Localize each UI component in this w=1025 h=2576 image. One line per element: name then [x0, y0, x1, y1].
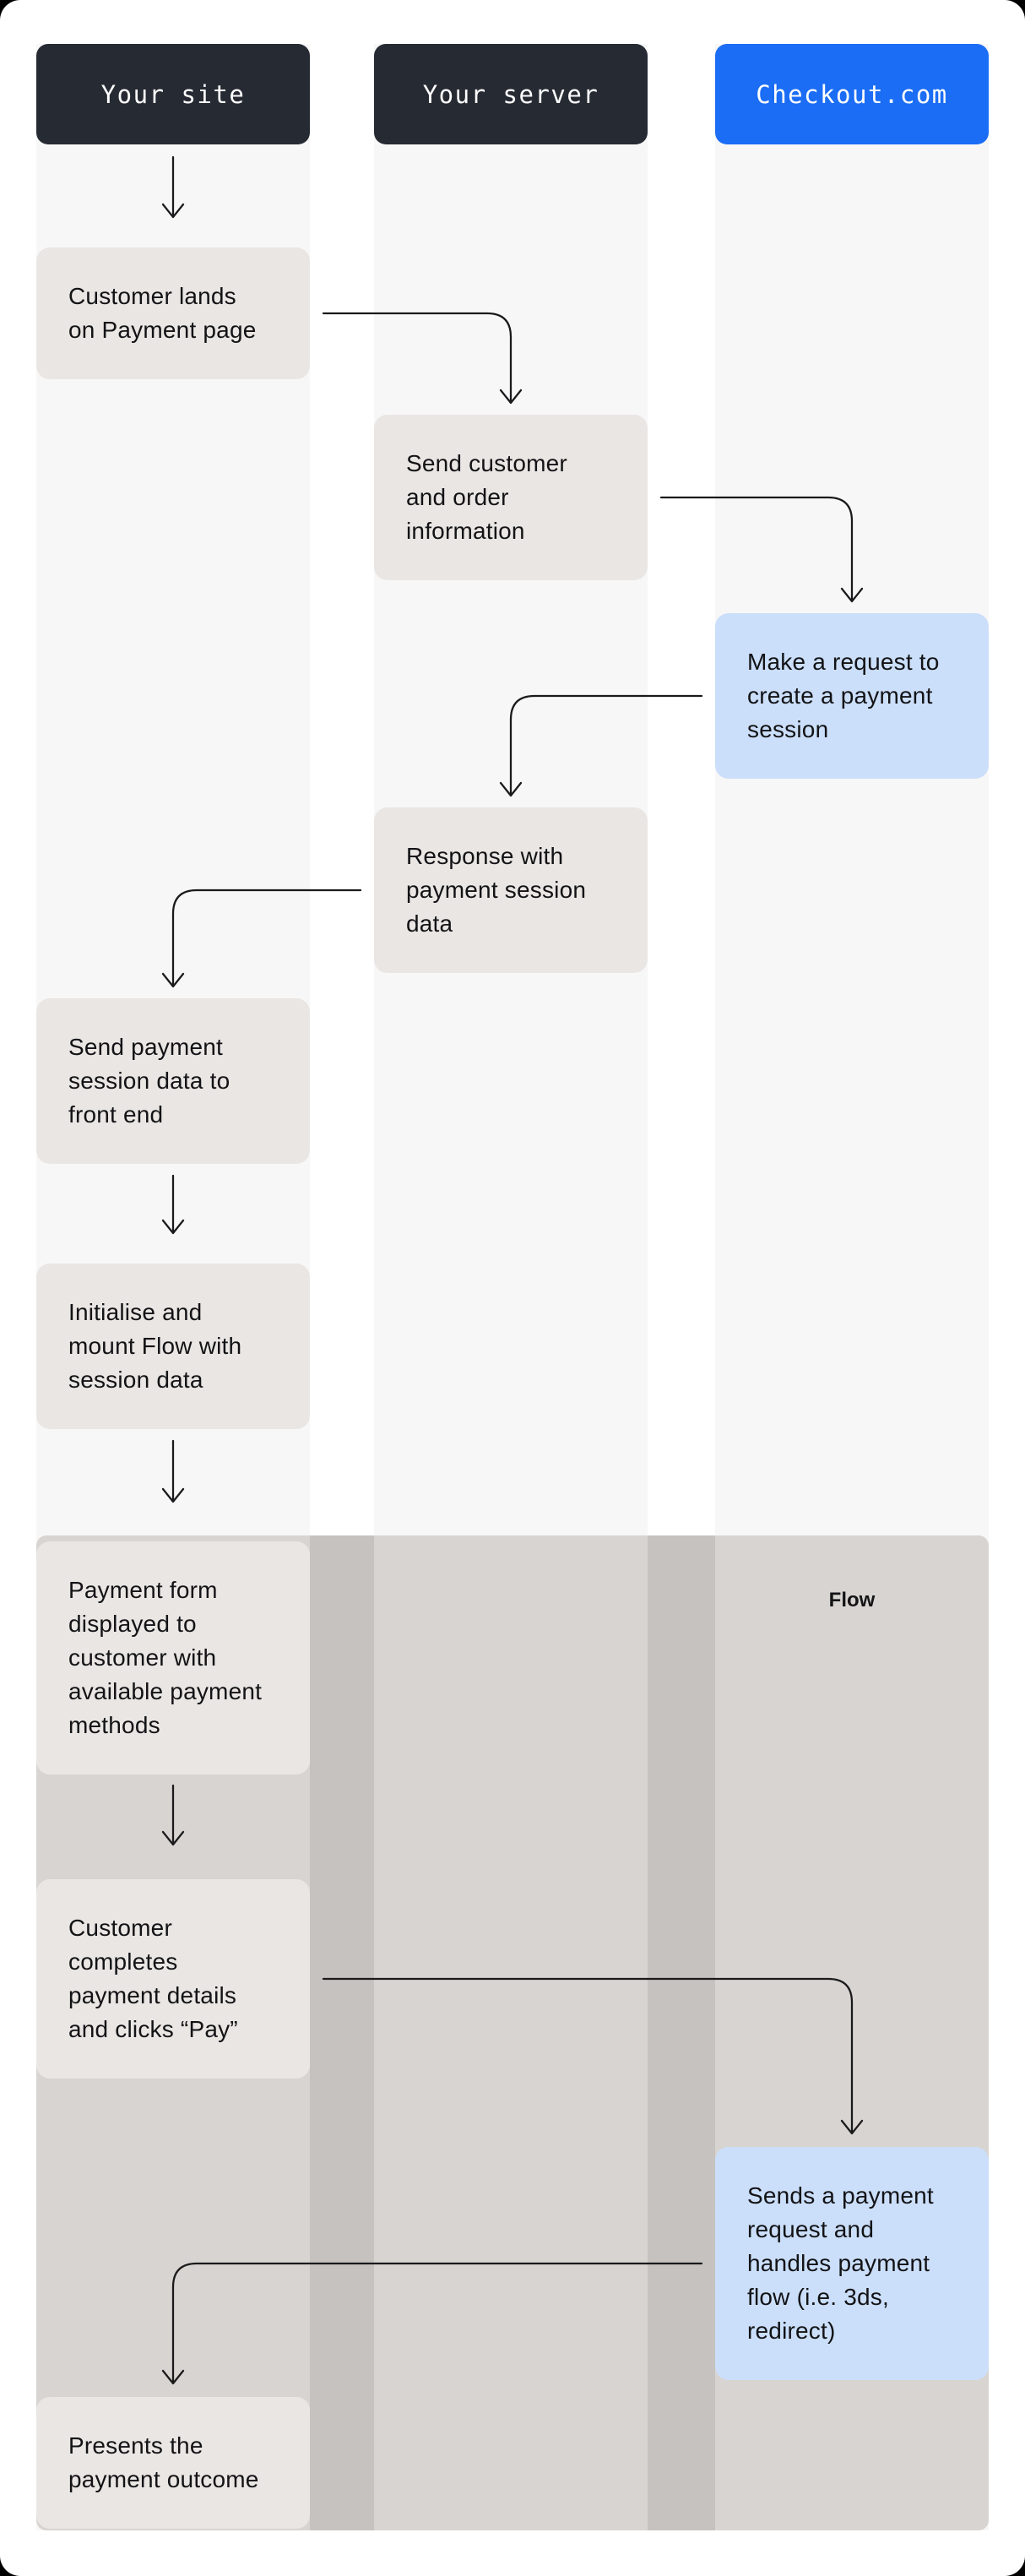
node-response-session-data: Response with payment session data — [374, 807, 648, 973]
column-header-your-server: Your server — [374, 44, 648, 144]
flow-region-label: Flow — [828, 1589, 876, 1611]
column-header-your-site: Your site — [36, 44, 310, 144]
flow-region-gap-band — [310, 1535, 374, 2530]
node-initialise-mount-flow: Initialise and mount Flow with session d… — [36, 1264, 310, 1429]
column-header-checkout: Checkout.com — [715, 44, 989, 144]
node-create-payment-session: Make a request to create a payment sessi… — [715, 613, 989, 779]
node-presents-outcome: Presents the payment outcome — [36, 2397, 310, 2529]
node-send-customer-info: Send customer and order information — [374, 415, 648, 580]
node-sends-payment-request: Sends a payment request and handles paym… — [715, 2147, 989, 2380]
node-payment-form-displayed: Payment form displayed to customer with … — [36, 1541, 310, 1774]
column-header-label: Checkout.com — [756, 79, 948, 109]
node-customer-lands: Customer lands on Payment page — [36, 247, 310, 379]
flow-region-gap-band — [648, 1535, 715, 2530]
node-customer-completes-pay: Customer completes payment details and c… — [36, 1879, 310, 2079]
column-header-label: Your server — [422, 79, 599, 109]
column-header-label: Your site — [100, 79, 246, 109]
node-send-session-to-frontend: Send payment session data to front end — [36, 998, 310, 1164]
